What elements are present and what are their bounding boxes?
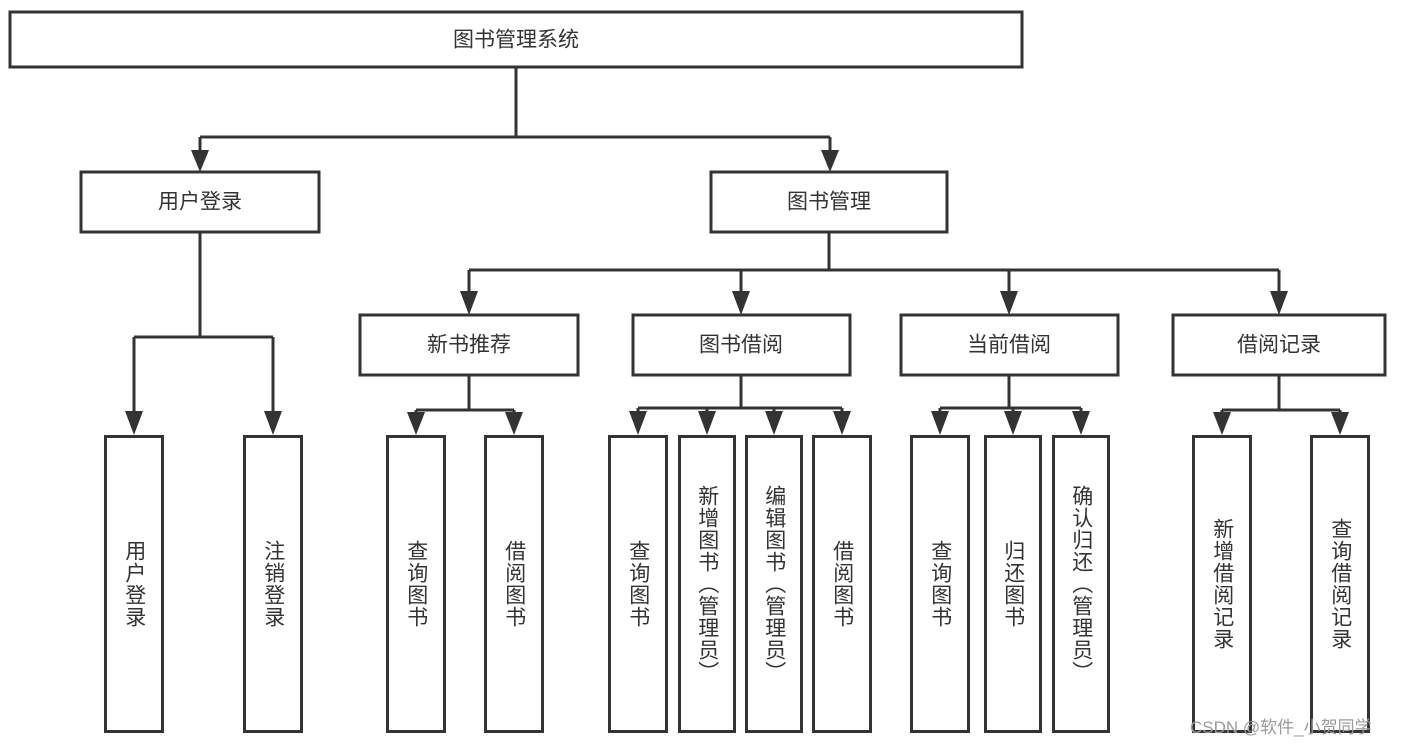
arrow-head-leaf-borrow-book-1	[505, 412, 523, 435]
arrow-head-book-manage	[821, 150, 839, 172]
leaf-node-query-book-1[interactable]: 查询图书	[386, 435, 446, 733]
node-current-borrow-label: 当前借阅	[967, 334, 1051, 357]
arrow-head-leaf-add-record	[1213, 412, 1231, 435]
arrow-head-book-borrow	[732, 291, 750, 315]
arrow-head-current-borrow	[1000, 291, 1018, 315]
leaf-label-confirm-return: 确认归还（管理员）	[1069, 485, 1093, 683]
leaf-node-query-book-2[interactable]: 查询图书	[608, 435, 668, 733]
leaf-label-query-book-3: 查询图书	[928, 540, 952, 628]
leaf-node-user-login[interactable]: 用户登录	[104, 435, 164, 733]
arrow-head-new-book-rec	[460, 291, 478, 315]
leaf-node-edit-book[interactable]: 编辑图书（管理员）	[745, 435, 803, 733]
leaf-label-borrow-book-1: 借阅图书	[502, 540, 526, 628]
leaf-label-query-book-2: 查询图书	[626, 540, 650, 628]
leaf-label-logout: 注销登录	[261, 540, 285, 628]
leaf-node-borrow-book-1[interactable]: 借阅图书	[484, 435, 544, 733]
leaf-node-add-record[interactable]: 新增借阅记录	[1192, 435, 1252, 733]
arrow-head-leaf-query-book-2	[629, 411, 647, 435]
node-current-borrow[interactable]: 当前借阅	[899, 313, 1120, 377]
node-book-manage[interactable]: 图书管理	[709, 170, 949, 234]
leaf-node-query-book-3[interactable]: 查询图书	[910, 435, 970, 733]
arrow-head-leaf-add-book	[698, 411, 716, 435]
node-book-borrow-label: 图书借阅	[699, 334, 783, 357]
node-user-login[interactable]: 用户登录	[79, 170, 321, 234]
node-borrow-record[interactable]: 借阅记录	[1171, 313, 1387, 377]
arrow-head-user-login	[191, 150, 209, 172]
leaf-node-confirm-return[interactable]: 确认归还（管理员）	[1052, 435, 1110, 733]
watermark-text: CSDN @软件_小贺同学	[1190, 718, 1372, 737]
leaf-node-logout[interactable]: 注销登录	[243, 435, 303, 733]
leaf-label-return-book: 归还图书	[1001, 540, 1025, 628]
node-new-book-rec-rect[interactable]	[358, 313, 580, 377]
arrow-head-leaf-return-book	[1004, 411, 1022, 435]
leaf-label-add-record: 新增借阅记录	[1210, 518, 1234, 650]
node-new-book-rec-label: 新书推荐	[427, 334, 511, 357]
leaf-node-query-record[interactable]: 查询借阅记录	[1310, 435, 1370, 733]
arrow-head-leaf-borrow-book-2	[833, 411, 851, 435]
node-book-manage-label: 图书管理	[787, 191, 871, 214]
arrow-head-leaf-query-record	[1331, 412, 1349, 435]
leaf-label-borrow-book-2: 借阅图书	[830, 540, 854, 628]
node-root[interactable]: 图书管理系统	[8, 10, 1024, 69]
node-book-borrow[interactable]: 图书借阅	[631, 313, 852, 377]
arrow-head-leaf-edit-book	[765, 411, 783, 435]
leaf-label-query-book-1: 查询图书	[404, 540, 428, 628]
leaf-label-edit-book: 编辑图书（管理员）	[762, 485, 786, 683]
node-root-label: 图书管理系统	[453, 29, 579, 52]
connectors	[125, 67, 1349, 435]
leaf-label-query-record: 查询借阅记录	[1328, 518, 1352, 650]
node-user-login-label: 用户登录	[158, 191, 242, 214]
arrow-head-leaf-query-book-3	[931, 411, 949, 435]
arrow-head-leaf-logout	[264, 411, 282, 435]
arrow-head-leaf-confirm-return	[1072, 411, 1090, 435]
leaf-node-return-book[interactable]: 归还图书	[984, 435, 1042, 733]
leaf-label-add-book: 新增图书（管理员）	[695, 485, 719, 683]
arrow-head-leaf-user-login	[125, 411, 143, 435]
node-book-borrow-rect[interactable]	[631, 313, 852, 377]
node-book-manage-rect[interactable]	[709, 170, 949, 234]
node-borrow-record-rect[interactable]	[1171, 313, 1387, 377]
leaf-node-add-book[interactable]: 新增图书（管理员）	[678, 435, 736, 733]
node-current-borrow-rect[interactable]	[899, 313, 1120, 377]
node-root-rect[interactable]	[8, 10, 1024, 69]
leaf-label-user-login: 用户登录	[122, 540, 146, 628]
node-user-login-rect[interactable]	[79, 170, 321, 234]
node-new-book-rec[interactable]: 新书推荐	[358, 313, 580, 377]
leaf-node-borrow-book-2[interactable]: 借阅图书	[812, 435, 872, 733]
arrow-head-leaf-query-book-1	[407, 412, 425, 435]
node-borrow-record-label: 借阅记录	[1237, 334, 1321, 357]
arrow-head-borrow-record	[1270, 291, 1288, 315]
